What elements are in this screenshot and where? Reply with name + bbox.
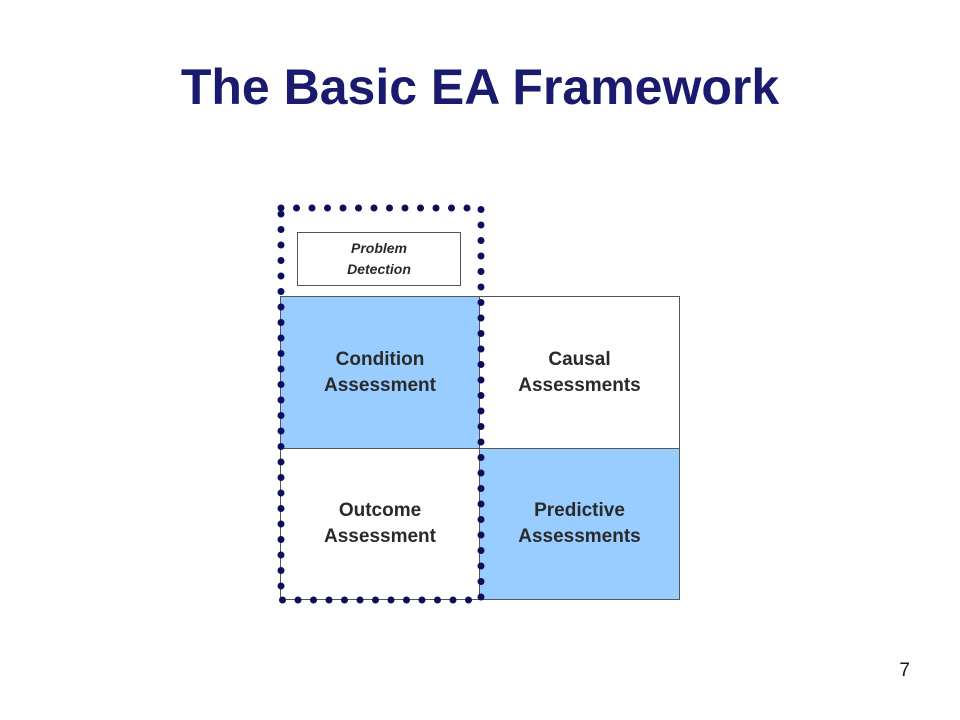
dotted-frame-outline [277, 204, 485, 604]
predictive-assessments-label: Predictive Assessments [518, 500, 641, 547]
condition-assessment-cell: Condition Assessment [280, 296, 480, 449]
slide-title: The Basic EA Framework [180, 59, 780, 115]
predictive-assessments-cell: Predictive Assessments [479, 448, 680, 600]
causal-assessments-cell: Causal Assessments [479, 296, 680, 449]
page-number: 7 [899, 660, 910, 681]
causal-assessments-label: Causal Assessments [518, 348, 641, 396]
problem-detection-label: Problem Detection [347, 240, 411, 277]
problem-detection-label-box: Problem Detection [297, 232, 461, 286]
outcome-assessment-label: Outcome Assessment [324, 500, 436, 547]
condition-assessment-label: Condition Assessment [324, 348, 436, 396]
